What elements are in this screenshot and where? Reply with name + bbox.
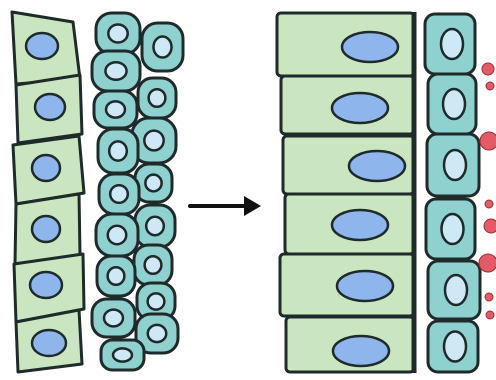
left-teal-cell — [92, 51, 140, 91]
red-dot — [485, 293, 493, 301]
nucleus — [349, 151, 405, 181]
nucleus — [108, 24, 127, 42]
left-teal-cell — [94, 91, 137, 128]
nucleus — [145, 256, 162, 274]
left-teal-cell — [134, 245, 172, 285]
nucleus — [444, 150, 466, 180]
nucleus — [333, 336, 389, 366]
right-green-cell — [283, 136, 414, 194]
nucleus — [149, 89, 166, 107]
red-dot — [480, 132, 496, 150]
right-green-cell-layer — [277, 12, 414, 373]
right-green-cell — [277, 13, 414, 76]
nucleus — [441, 29, 463, 59]
left-teal-cell — [99, 174, 139, 214]
right-teal-cell — [425, 14, 475, 74]
nucleus — [445, 275, 467, 305]
nucleus — [108, 267, 125, 285]
right-green-cell — [280, 254, 414, 316]
red-dot — [486, 311, 494, 319]
red-dot — [479, 254, 496, 272]
nucleus — [342, 32, 398, 62]
nucleus — [35, 94, 65, 120]
left-teal-cell — [98, 129, 138, 173]
nucleus — [332, 93, 388, 123]
red-dot — [482, 63, 494, 75]
left-green-cell — [15, 194, 80, 264]
left-green-cell — [16, 75, 82, 143]
nucleus — [337, 271, 393, 301]
left-teal-cell — [135, 164, 172, 202]
left-teal-cell-cluster — [92, 13, 183, 370]
nucleus — [106, 101, 125, 117]
nucleus — [332, 210, 388, 240]
nucleus — [113, 348, 132, 361]
nucleus — [444, 332, 466, 362]
nucleus — [104, 310, 123, 327]
right-green-cell — [285, 194, 414, 254]
nucleus — [32, 155, 60, 181]
nucleus — [32, 330, 66, 356]
nucleus — [108, 226, 126, 244]
nucleus — [32, 216, 60, 242]
red-dot — [484, 219, 496, 233]
nucleus — [105, 62, 126, 80]
nucleus — [148, 293, 165, 309]
left-teal-cell — [97, 256, 135, 296]
secreted-red-dots — [479, 63, 496, 319]
right-teal-cell — [426, 199, 475, 259]
right-teal-cell — [428, 261, 480, 319]
nucleus — [30, 272, 62, 298]
nucleus — [26, 33, 58, 59]
red-dot — [485, 200, 493, 208]
right-teal-cell — [428, 321, 478, 372]
nucleus — [145, 175, 161, 192]
left-teal-cell — [101, 340, 144, 370]
right-teal-cell-column — [425, 14, 480, 372]
nucleus — [110, 185, 128, 203]
left-teal-cell — [96, 214, 138, 256]
left-green-cell — [16, 310, 82, 372]
nucleus — [153, 36, 171, 57]
right-teal-cell — [428, 74, 476, 134]
red-dot — [486, 82, 494, 90]
nucleus — [144, 131, 163, 151]
right-teal-cell — [427, 134, 479, 196]
right-green-cell — [286, 317, 414, 372]
nucleus — [443, 89, 465, 119]
left-teal-cell — [135, 205, 175, 247]
left-teal-cell — [92, 299, 135, 337]
left-teal-cell — [138, 78, 176, 118]
nucleus — [109, 141, 127, 160]
nucleus — [148, 325, 166, 342]
right-green-cell — [281, 76, 414, 134]
nucleus — [442, 214, 464, 244]
left-green-cell-layer — [12, 12, 84, 372]
arrow-right-icon — [190, 196, 261, 216]
left-teal-cell — [96, 13, 140, 54]
left-teal-cell — [142, 23, 183, 71]
left-green-cell — [12, 12, 80, 84]
nucleus — [146, 217, 164, 235]
